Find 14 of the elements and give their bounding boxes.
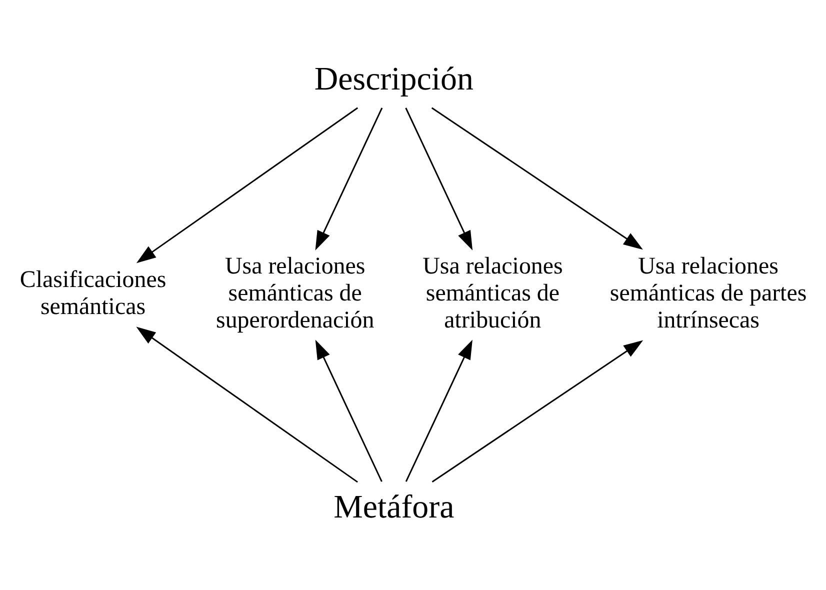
node-text: Usa relaciones semánticas de superordenación xyxy=(216,254,374,334)
arrow xyxy=(136,107,358,264)
node-text: Usa relaciones semánticas de partes intrínsecas xyxy=(610,254,807,334)
node-text: Usa relaciones semánticas de atribución xyxy=(422,254,563,334)
arrow xyxy=(431,107,643,250)
arrow xyxy=(315,108,383,250)
arrow xyxy=(315,340,382,482)
arrow xyxy=(405,340,472,482)
node-text: Clasificaciones semánticas xyxy=(20,267,166,320)
arrow xyxy=(136,326,358,483)
arrow xyxy=(432,340,644,482)
node-text: Descripción xyxy=(314,61,474,98)
arrow xyxy=(405,108,473,250)
node-text: Metáfora xyxy=(334,489,454,526)
